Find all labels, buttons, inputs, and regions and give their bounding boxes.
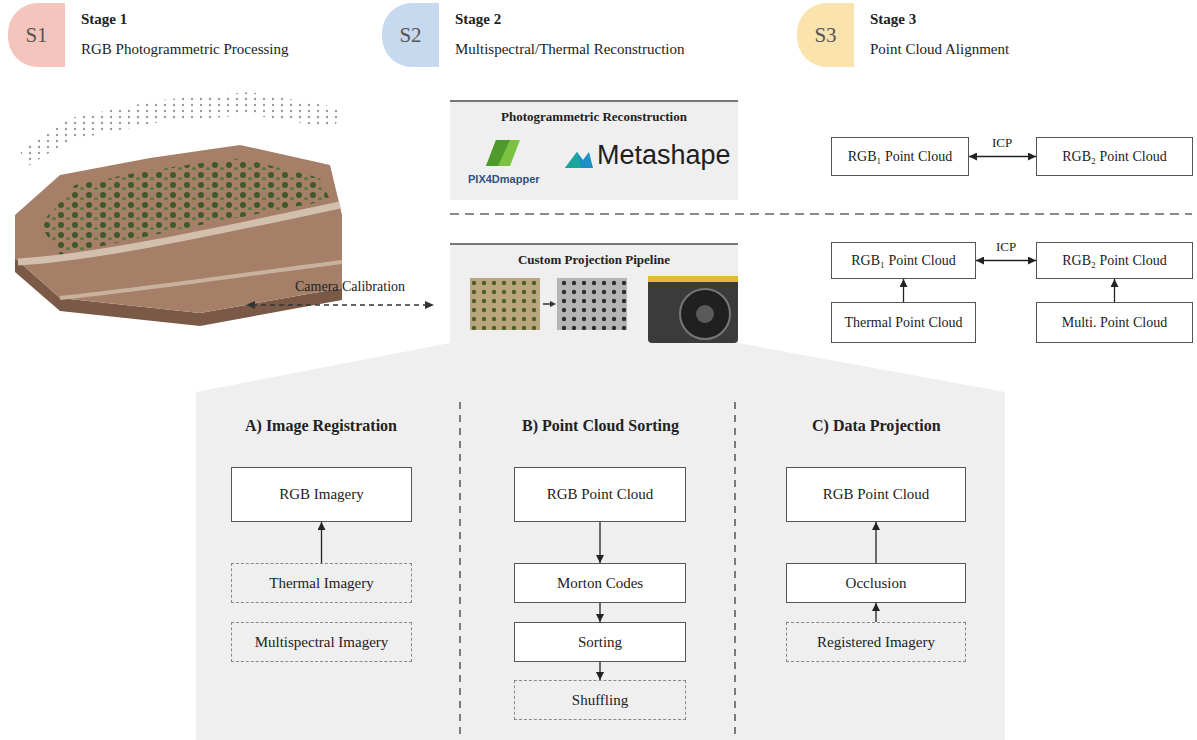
node-subtext: Stage 2 [455, 11, 501, 28]
connector-arrow [599, 662, 600, 680]
panel-ground [450, 100, 738, 200]
stage-badge: S1 Stage 1 RGB Photogrammetric Processing [8, 3, 378, 67]
node-text: RGB₁ Point Cloud [848, 149, 952, 165]
node-text: Multispectral Imagery [255, 634, 389, 651]
process-box: Occlusion [786, 563, 966, 603]
section-heading: C) Data Projection [812, 417, 941, 435]
connector-arrow [599, 603, 600, 622]
process-box: Thermal Point Cloud [831, 302, 976, 343]
node-subtext: Multispectral/Thermal Reconstruction [455, 41, 685, 58]
connector-arrow [321, 522, 322, 563]
connector-arrow [875, 522, 876, 563]
connector-arrow [875, 603, 876, 622]
arrowhead [550, 301, 556, 307]
node-text: RGB Point Cloud [547, 486, 654, 503]
stage-badge: S2 Stage 2 Multispectral/Thermal Reconstru… [382, 3, 782, 67]
annotation: Camera Calibration [295, 279, 405, 295]
section-heading: A) Image Registration [245, 417, 397, 435]
process-box: RGB Imagery [231, 467, 412, 522]
connector-arrow [1114, 279, 1115, 302]
gpu-illustration [648, 276, 738, 343]
connector-arrow [976, 260, 1036, 261]
process-box: RGB₁ Point Cloud [831, 242, 976, 279]
node-text: RGB₂ Point Cloud [1062, 253, 1166, 269]
panel-rule [450, 100, 738, 102]
connector-arrow [599, 522, 600, 563]
arrowhead [246, 301, 255, 309]
pipeline-panel: Custom Projection Pipeline [450, 243, 738, 343]
process-box: Multi. Point Cloud [1036, 302, 1193, 343]
section-heading: B) Point Cloud Sorting [522, 417, 679, 435]
node-text: Registered Imagery [817, 634, 935, 651]
node-subtext: Stage 3 [870, 11, 916, 28]
node-text: Occlusion [846, 575, 907, 592]
panel-rule [450, 243, 738, 245]
process-box: RGB Point Cloud [786, 467, 966, 522]
node-text: RGB₁ Point Cloud [851, 253, 955, 269]
arrowhead [425, 301, 434, 309]
calibration-arrow [252, 304, 428, 306]
terrain-top [15, 145, 342, 313]
column-separator [459, 402, 461, 735]
optional-box: Thermal Imagery [231, 563, 412, 603]
connector-arrow [903, 279, 904, 302]
process-box: RGB₁ Point Cloud [831, 137, 969, 176]
gpu-fan [680, 289, 730, 339]
process-box: RGB₂ Point Cloud [1036, 137, 1193, 176]
pipeline-detail-ground [196, 343, 1005, 740]
thermal-image [557, 278, 627, 330]
optional-box: Shuffling [514, 680, 686, 720]
rgb-image [470, 278, 540, 330]
node-text: RGB Imagery [279, 486, 364, 503]
node-text: Shuffling [572, 692, 628, 709]
node-text: Thermal Point Cloud [844, 315, 962, 331]
optional-box: Registered Imagery [786, 622, 966, 662]
software-panel: Photogrammetric ReconstructionPIX4Dmappe… [450, 100, 738, 200]
panel-ground [450, 243, 738, 343]
process-box: RGB Point Cloud [514, 467, 686, 522]
thermal-image [557, 278, 627, 330]
stage-badge: S3 Stage 3 Point Cloud Alignment [797, 3, 1187, 67]
pix4d-logo [486, 140, 520, 166]
node-text: S2 [382, 3, 439, 67]
road [18, 205, 340, 262]
node-text: Sorting [578, 634, 622, 651]
node-text: Morton Codes [557, 575, 643, 592]
node-text: RGB₂ Point Cloud [1062, 149, 1166, 165]
rgb-image [470, 278, 540, 330]
connector-arrow [969, 156, 1036, 157]
node-text: S1 [8, 3, 65, 67]
node-subtext: Metashape [597, 140, 731, 171]
gpu-illustration [648, 276, 738, 282]
node-text: Photogrammetric Reconstruction [450, 109, 738, 125]
node-subtext: Stage 1 [81, 11, 127, 28]
pix4d-logo [486, 140, 510, 166]
node-subtext: Point Cloud Alignment [870, 41, 1009, 58]
node-text: S3 [797, 3, 854, 67]
edge-label: ICP [990, 135, 1014, 151]
node-subtext: PIX4Dmapper [468, 173, 540, 185]
gpu-fan [696, 305, 714, 323]
edge-label: ICP [994, 239, 1018, 255]
node-text: Custom Projection Pipeline [450, 252, 738, 268]
process-box: Sorting [514, 622, 686, 662]
image-arrow [543, 303, 551, 305]
metashape-logo [565, 152, 593, 168]
optional-box: Multispectral Imagery [231, 622, 412, 662]
node-subtext: RGB Photogrammetric Processing [81, 41, 288, 58]
process-box: Morton Codes [514, 563, 686, 603]
column-separator [734, 402, 736, 735]
metashape-logo [565, 152, 581, 168]
node-text: RGB Point Cloud [823, 486, 930, 503]
node-text: Thermal Imagery [269, 575, 374, 592]
process-box: RGB₂ Point Cloud [1036, 242, 1193, 279]
separator [450, 213, 1192, 215]
node-text: Multi. Point Cloud [1062, 315, 1167, 331]
